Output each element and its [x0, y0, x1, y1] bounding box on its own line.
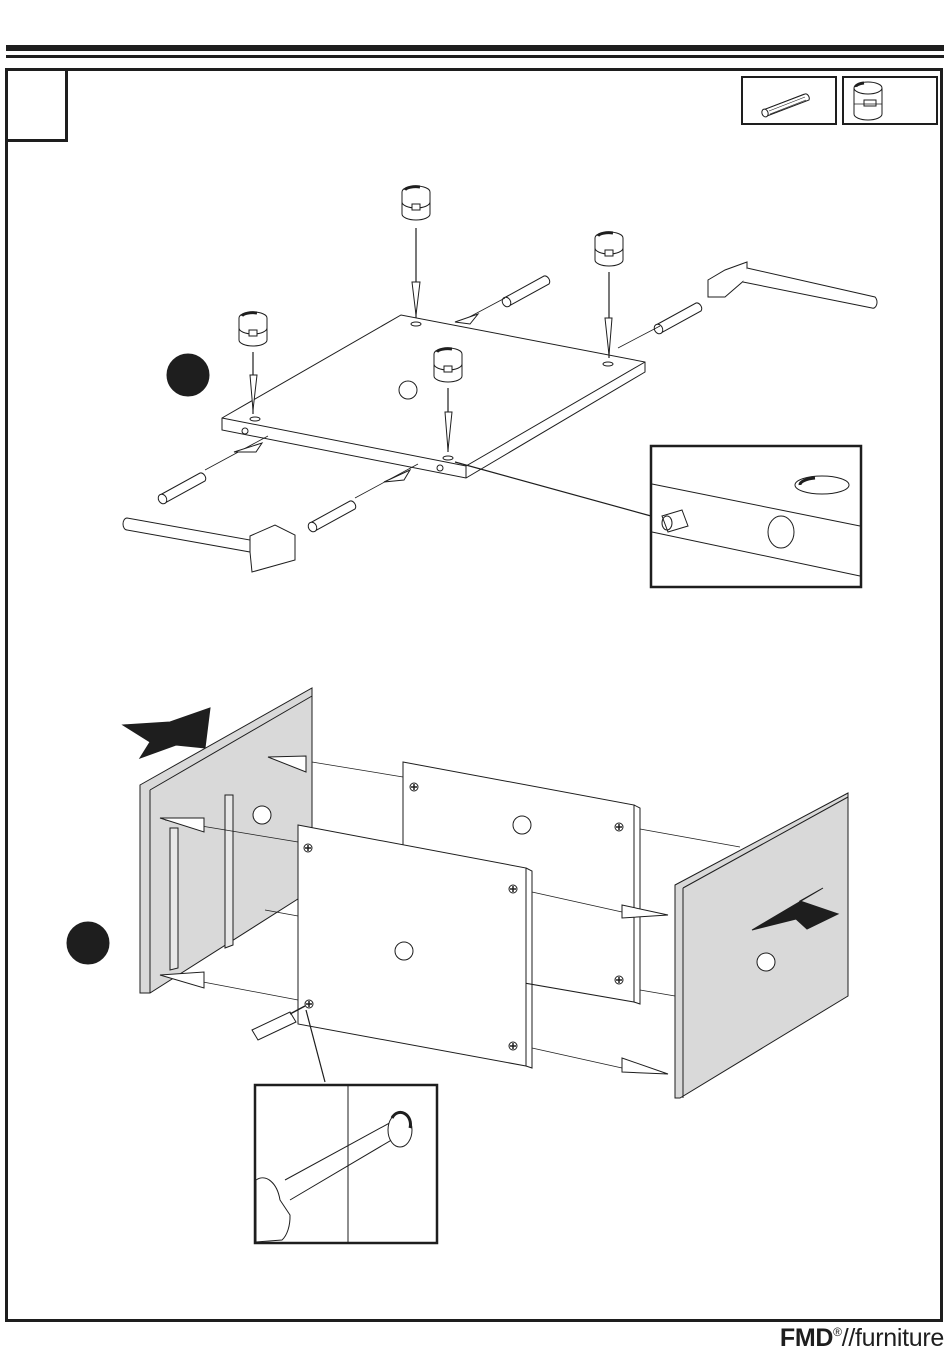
cam-lock-nut-icon [853, 81, 883, 121]
right-side-panel [674, 792, 849, 1099]
brand-logo: FMD®//furniture [780, 1324, 944, 1353]
part-box-dowel [741, 76, 837, 125]
hammer-top-right-icon [707, 261, 878, 309]
direction-arrow-left [121, 707, 211, 759]
page-frame [5, 68, 943, 1322]
step-1-group [122, 184, 878, 589]
step-2-group [66, 687, 849, 1245]
brand-suffix: //furniture [841, 1324, 945, 1352]
direction-arrow-right [751, 887, 840, 931]
step-marker-2 [66, 921, 110, 965]
step-marker-1 [166, 353, 210, 397]
wooden-dowel-icon [761, 93, 810, 118]
screwdriver-icon [251, 1005, 306, 1041]
detail-inset-1 [649, 444, 863, 589]
header-rule-thin [6, 55, 944, 58]
part-box-cam-lock [842, 76, 938, 125]
bottom-panel [221, 314, 646, 479]
brand-registered: ® [833, 1325, 842, 1339]
step-number-box [5, 68, 68, 142]
hammer-bottom-left-icon [122, 517, 296, 573]
front-panel [297, 824, 527, 1067]
header-rule-thick [6, 45, 944, 51]
brand-name: FMD [779, 1324, 834, 1352]
